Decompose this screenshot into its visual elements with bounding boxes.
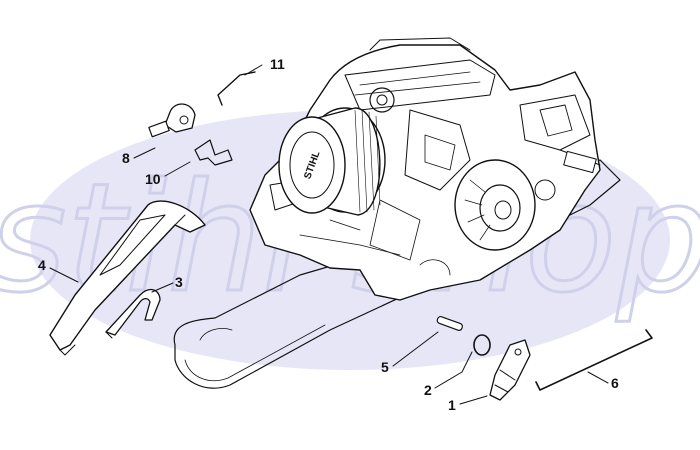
part-pin <box>436 315 463 331</box>
part-lever <box>489 339 531 401</box>
part-rear-handle <box>49 200 206 356</box>
part-bracket <box>194 139 233 166</box>
part-clip <box>105 288 161 339</box>
callout-5: 5 <box>381 359 389 375</box>
callout-3: 3 <box>175 274 183 290</box>
part-ring <box>473 334 491 356</box>
callouts: 11 8 10 4 3 5 2 1 6 <box>38 56 619 413</box>
guide-bar <box>173 159 621 389</box>
callout-2: 2 <box>424 382 432 398</box>
part-cap <box>148 103 196 138</box>
part-rod <box>535 329 653 391</box>
callout-6: 6 <box>611 375 619 391</box>
air-filter: STIHL <box>278 107 386 216</box>
clutch-cover <box>454 159 536 251</box>
leader-lines <box>49 64 609 405</box>
callout-10: 10 <box>145 171 161 187</box>
callout-4: 4 <box>38 257 46 273</box>
callout-1: 1 <box>448 397 456 413</box>
callout-11: 11 <box>270 56 285 72</box>
part-wire <box>217 71 256 106</box>
callout-8: 8 <box>122 150 130 166</box>
